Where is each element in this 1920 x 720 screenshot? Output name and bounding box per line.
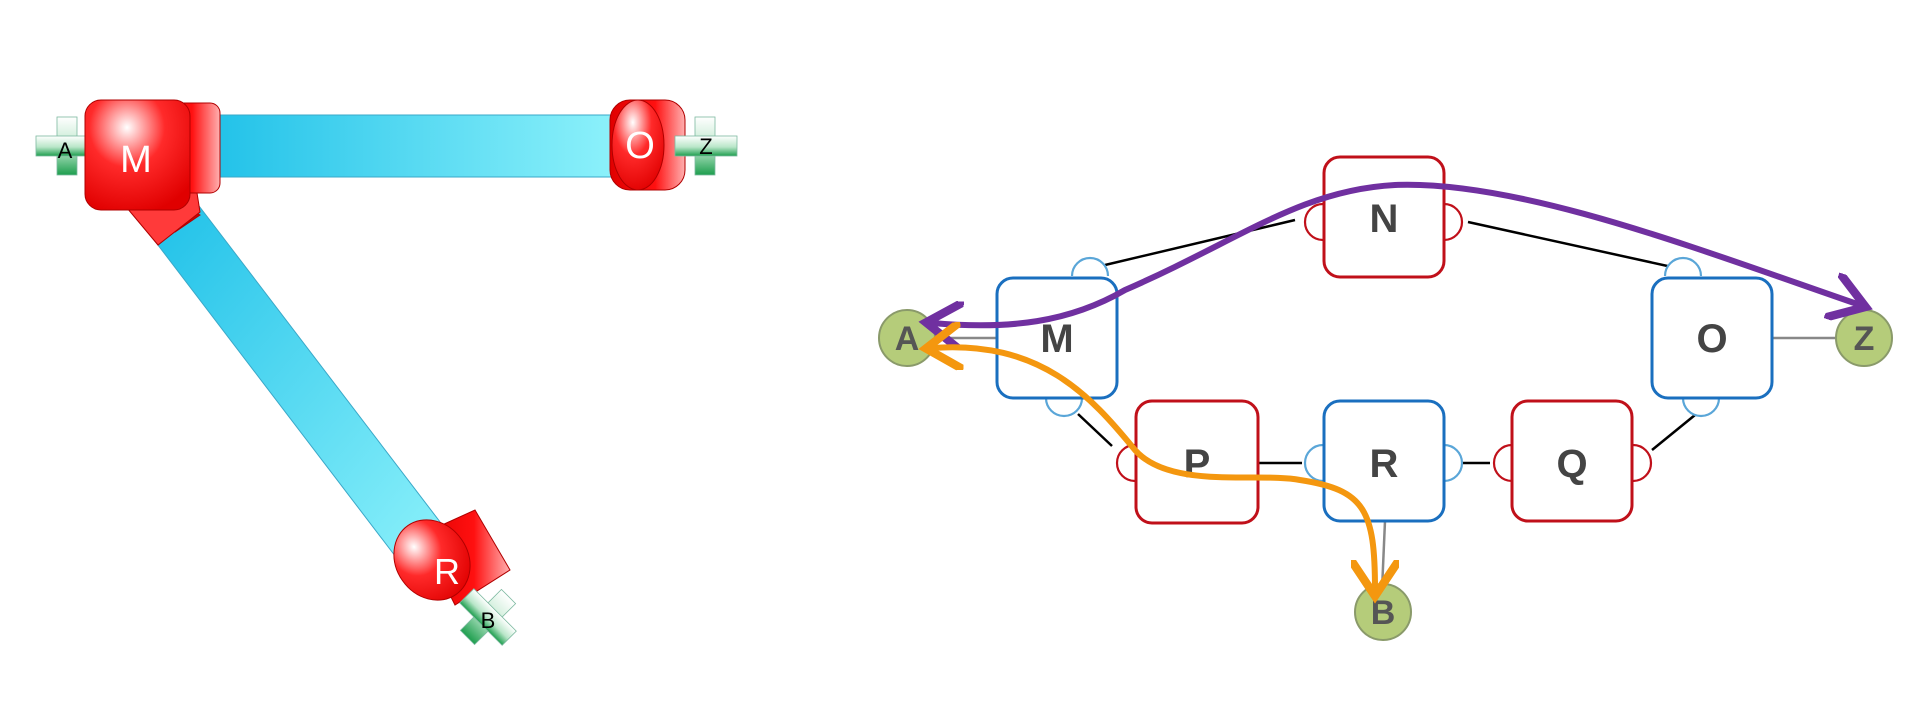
tube-m-r — [147, 201, 451, 566]
link-r-b — [1380, 520, 1387, 591]
left-label-o: O — [625, 125, 655, 167]
plus-icon-b — [459, 588, 517, 646]
left-label-b: B — [481, 608, 496, 633]
node-r-3d — [393, 509, 511, 606]
label-r: R — [1370, 442, 1399, 486]
left-3d-diagram: A M O Z R B — [35, 99, 738, 646]
right-network-diagram: M N O P R Q A Z B — [878, 155, 1893, 641]
left-label-z: Z — [699, 134, 712, 159]
label-m: M — [1040, 317, 1073, 361]
label-a: A — [895, 320, 920, 358]
label-o: O — [1696, 317, 1727, 361]
label-n: N — [1370, 197, 1399, 241]
label-q: Q — [1556, 442, 1587, 486]
label-p: P — [1184, 442, 1211, 486]
plus-icon-z — [674, 116, 738, 176]
left-label-a: A — [58, 138, 73, 163]
tube-m-o — [199, 114, 621, 178]
path-purple-a-z — [932, 181, 1860, 326]
node-o-3d — [609, 99, 686, 191]
link-m-n — [1104, 218, 1296, 267]
link-q-o — [1651, 414, 1696, 451]
link-n-o — [1467, 220, 1673, 269]
left-label-m: M — [120, 139, 152, 181]
left-label-r: R — [434, 551, 460, 592]
label-b: B — [1371, 594, 1396, 632]
label-z: Z — [1854, 320, 1875, 358]
path-orange-a-b — [932, 347, 1375, 590]
node-m-3d — [84, 99, 221, 246]
node-q — [1510, 399, 1634, 523]
